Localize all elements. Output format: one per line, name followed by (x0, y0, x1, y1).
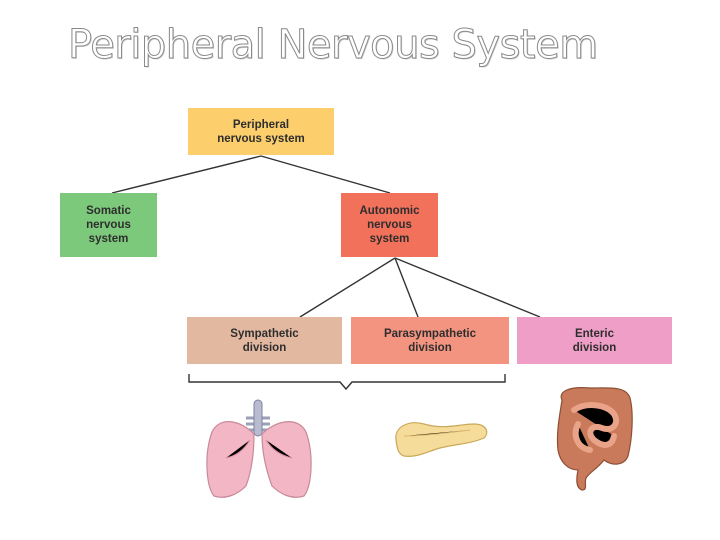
node-sympathetic-division: Sympathetic division (187, 317, 342, 364)
node-peripheral-nervous-system: Peripheral nervous system (188, 108, 334, 155)
slide-title: Peripheral Nervous System (68, 22, 599, 69)
edge-autonomic-parasympathetic (394, 257, 419, 318)
node-somatic-nervous-system: Somatic nervous system (60, 193, 157, 257)
pancreas-icon (395, 422, 488, 457)
node-enteric-division: Enteric division (517, 317, 672, 364)
edge-autonomic-sympathetic (299, 257, 396, 318)
intestine-icon (556, 387, 633, 491)
bracket (188, 374, 506, 391)
edge-pns-somatic (111, 155, 262, 194)
node-autonomic-nervous-system: Autonomic nervous system (341, 193, 438, 257)
lungs-icon (206, 399, 312, 498)
edge-pns-autonomic (260, 155, 391, 194)
edge-autonomic-enteric (394, 257, 541, 318)
node-parasympathetic-division: Parasympathetic division (351, 317, 509, 364)
